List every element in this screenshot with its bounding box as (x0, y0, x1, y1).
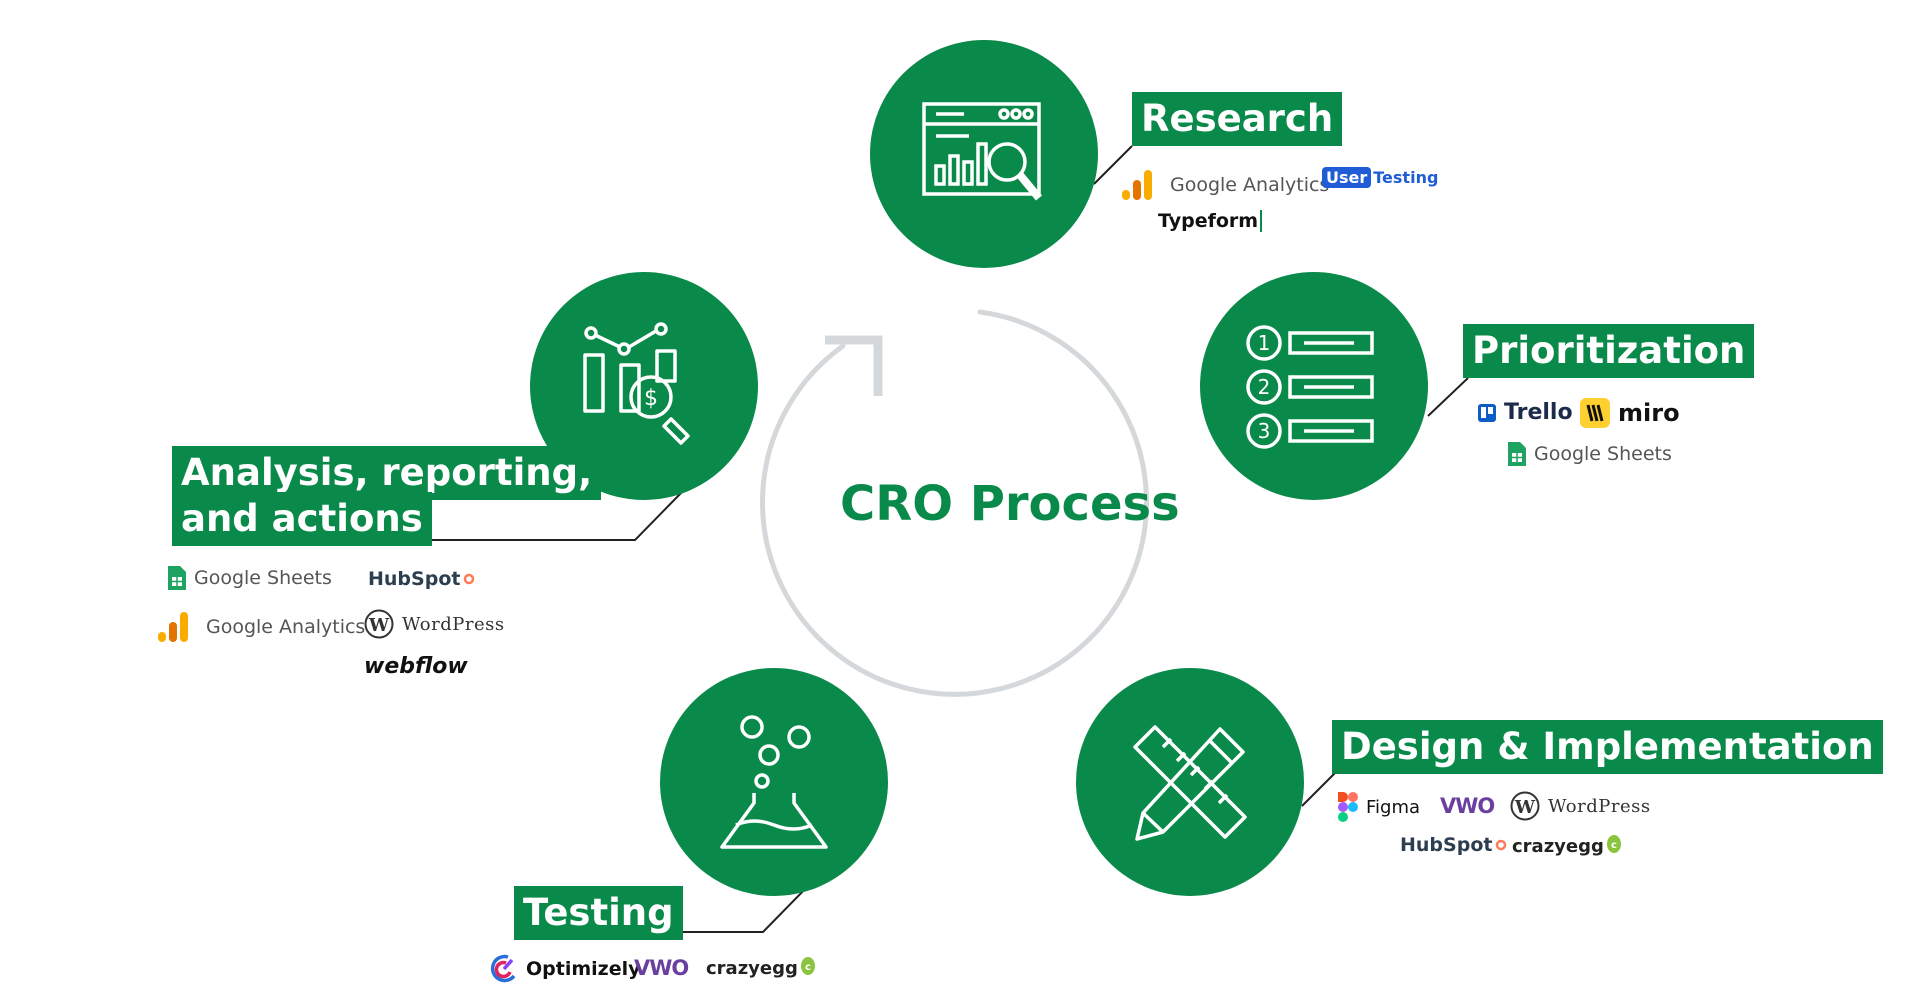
tool-hubspot: HubSpot (1400, 834, 1508, 856)
tool-name: Figma (1366, 796, 1421, 818)
wordpress-icon: W (364, 609, 394, 639)
hubspot-sprocket-icon (1496, 839, 1507, 851)
tool-name: Trello (1504, 400, 1573, 425)
svg-text:2: 2 (1258, 375, 1271, 399)
wordpress-icon: W (1510, 791, 1540, 821)
tool-name: HubSpot (1400, 834, 1493, 856)
tool-name: Google Sheets (1534, 443, 1672, 465)
prioritization-stage-circle: 1 2 3 (1200, 272, 1428, 500)
tool-wordpress: W WordPress (364, 609, 505, 639)
connector-research (1093, 145, 1133, 185)
google-analytics-icon (158, 612, 188, 642)
crazyegg-icon: c (1606, 835, 1621, 853)
google-analytics-icon (1122, 170, 1152, 200)
google-sheets-icon (168, 566, 186, 590)
miro-icon (1580, 398, 1610, 428)
tool-vwo: VWO (1440, 794, 1495, 818)
usertesting-logo: User (1322, 167, 1372, 188)
optimizely-icon (490, 954, 516, 983)
svg-text:c: c (1611, 840, 1617, 851)
research-label: Research (1132, 92, 1343, 146)
tool-name: Google Analytics (206, 616, 366, 638)
tool-miro: miro (1580, 398, 1680, 428)
numbered-list-icon: 1 2 3 (1246, 325, 1374, 449)
tool-hubspot: HubSpot (368, 568, 476, 590)
connector-prioritization (1427, 377, 1469, 417)
tool-crazyegg: crazyegg c (1512, 834, 1622, 858)
connector-analysis (387, 491, 683, 541)
testing-stage-circle (660, 668, 888, 896)
tool-wordpress: W WordPress (1510, 791, 1651, 821)
cycle-arrowhead (825, 335, 883, 396)
pencil-ruler-icon (1133, 725, 1247, 841)
tool-optimizely: Optimizely (490, 954, 641, 984)
tool-name: VWO (1440, 794, 1495, 818)
connector-testing (653, 883, 811, 933)
tool-name: WordPress (402, 613, 505, 635)
hubspot-sprocket-icon (464, 573, 475, 585)
svg-text:c: c (805, 962, 811, 973)
analysis-label-line2: and actions (172, 492, 432, 546)
tool-figma: Figma (1338, 792, 1420, 822)
svg-text:1: 1 (1258, 331, 1271, 355)
tool-name: WordPress (1548, 795, 1651, 817)
svg-text:$: $ (644, 386, 658, 411)
tool-google-sheets: Google Sheets (168, 566, 332, 590)
flask-bubbles-icon (720, 715, 828, 849)
crazyegg-icon: c (800, 957, 815, 975)
connector-design (1301, 767, 1341, 807)
tool-crazyegg: crazyegg c (706, 956, 816, 980)
tool-usertesting: User Testing (1322, 167, 1438, 188)
tool-google-analytics: Google Analytics (156, 610, 365, 644)
tool-vwo: VWO (634, 956, 689, 980)
design-label: Design & Implementation (1332, 720, 1883, 774)
cycle-ring (760, 309, 1150, 697)
tool-google-analytics: Google Analytics (1120, 168, 1329, 202)
tool-name: crazyegg (1512, 835, 1604, 857)
figma-icon (1338, 792, 1358, 822)
tool-webflow: webflow (364, 654, 468, 679)
prioritization-label: Prioritization (1463, 324, 1755, 378)
tool-google-sheets: Google Sheets (1508, 442, 1672, 466)
tool-name: webflow (364, 654, 468, 679)
svg-text:W: W (1514, 797, 1536, 818)
analysis-label-line1: Analysis, reporting, (172, 446, 602, 500)
tool-typeform: Typeform (1158, 210, 1263, 232)
svg-text:W: W (368, 615, 390, 636)
tool-name: Typeform (1158, 210, 1259, 232)
browser-chart-magnifier-icon (922, 102, 1043, 201)
tool-name: miro (1618, 399, 1680, 427)
usertesting-logo-text: Testing (1373, 168, 1439, 187)
tool-name: Optimizely (526, 958, 641, 980)
research-stage-circle (870, 40, 1098, 268)
tool-trello: Trello (1478, 400, 1573, 425)
tool-name: HubSpot (368, 568, 461, 590)
svg-text:3: 3 (1258, 419, 1271, 443)
typeform-cursor-icon (1260, 210, 1263, 232)
trello-icon (1478, 403, 1496, 422)
google-sheets-icon (1508, 442, 1526, 466)
testing-label: Testing (514, 886, 683, 940)
analysis-stage-circle: $ (530, 272, 758, 500)
tool-name: Google Sheets (194, 567, 332, 589)
tool-name: VWO (634, 956, 689, 980)
tool-name: Google Analytics (1170, 174, 1330, 196)
bar-chart-dollar-magnifier-icon: $ (583, 322, 690, 445)
tool-name: crazyegg (706, 957, 798, 979)
design-stage-circle (1076, 668, 1304, 896)
cro-process-title: CRO Process (840, 476, 1180, 532)
